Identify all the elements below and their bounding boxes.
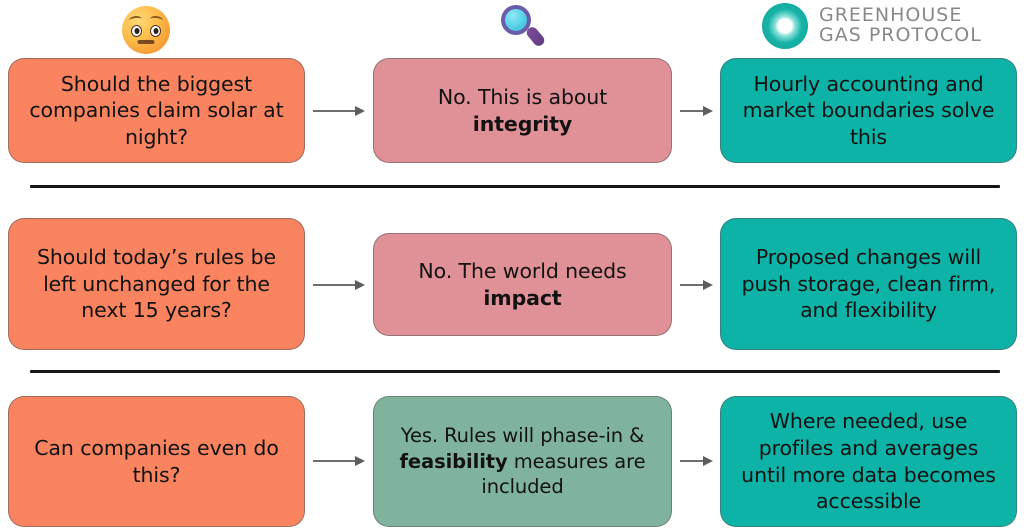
answer-text: No. This is about integrity — [388, 84, 657, 137]
emoji-eye-left — [131, 25, 142, 37]
question-box-integrity[interactable]: Should the biggest companies claim solar… — [8, 58, 305, 163]
question-text: Should today’s rules be left unchanged f… — [36, 245, 277, 323]
emoji-brow-right — [149, 15, 164, 25]
shocked-face-emoji-glyph — [122, 6, 170, 54]
ghg-logo-text: GREENHOUSE GAS PROTOCOL — [819, 4, 982, 46]
answer-suffix: measures are included — [481, 449, 646, 499]
resolution-box-feasibility[interactable]: Where needed, use profiles and averages … — [720, 396, 1017, 527]
question-box-feasibility[interactable]: Can companies even do this? — [8, 396, 305, 527]
resolution-box-integrity[interactable]: Hourly accounting and market boundaries … — [720, 58, 1017, 163]
ghg-circle-icon — [762, 3, 808, 49]
question-box-impact[interactable]: Should today’s rules be left unchanged f… — [8, 218, 305, 350]
magnifier-lens — [501, 5, 531, 35]
arrow-answer-to-resolution-1 — [680, 106, 713, 116]
emoji-brow-left — [128, 15, 143, 25]
arrow-answer-to-resolution-2 — [680, 280, 713, 290]
answer-prefix: Yes. Rules will phase-in & — [400, 424, 645, 448]
arrow-question-to-answer-3 — [313, 456, 365, 466]
answer-text: Yes. Rules will phase-in & feasibility m… — [388, 423, 657, 499]
arrow-question-to-answer-1 — [313, 106, 365, 116]
magnifying-glass-emoji — [500, 4, 547, 50]
answer-prefix: No. The world needs — [418, 258, 627, 283]
resolution-text: Hourly accounting and market boundaries … — [742, 71, 995, 149]
ghg-logo-line-2: GAS PROTOCOL — [819, 24, 982, 46]
answer-box-impact[interactable]: No. The world needs impact — [373, 233, 672, 336]
section-divider-2 — [30, 370, 1000, 373]
shocked-face-emoji — [122, 6, 170, 54]
arrow-answer-to-resolution-3 — [680, 456, 713, 466]
resolution-text: Where needed, use profiles and averages … — [741, 409, 996, 514]
answer-emphasis: feasibility — [399, 449, 508, 473]
greenhouse-gas-protocol-logo: GREENHOUSE GAS PROTOCOL — [762, 3, 982, 49]
magnifying-glass-emoji-glyph — [500, 4, 547, 50]
resolution-text: Proposed changes will push storage, clea… — [741, 245, 996, 323]
answer-prefix: No. This is about — [437, 84, 608, 109]
question-text: Should the biggest companies claim solar… — [29, 71, 284, 149]
answer-text: No. The world needs impact — [388, 258, 657, 311]
emoji-mouth — [137, 40, 155, 44]
emoji-eye-right — [150, 25, 161, 37]
section-divider-1 — [30, 185, 1000, 188]
answer-box-integrity[interactable]: No. This is about integrity — [373, 58, 672, 163]
ghg-logo-line-1: GREENHOUSE — [819, 4, 963, 27]
answer-box-feasibility[interactable]: Yes. Rules will phase-in & feasibility m… — [373, 396, 672, 527]
answer-emphasis: integrity — [472, 111, 573, 136]
answer-emphasis: impact — [483, 285, 562, 310]
question-text: Can companies even do this? — [34, 435, 279, 487]
resolution-box-impact[interactable]: Proposed changes will push storage, clea… — [720, 218, 1017, 350]
arrow-question-to-answer-2 — [313, 280, 365, 290]
